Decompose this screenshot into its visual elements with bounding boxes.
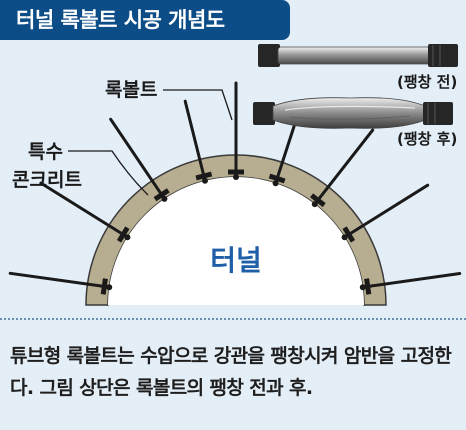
rock-bolt [314,128,375,205]
shotcrete-label-line2: 콘크리트 [12,169,82,191]
rock-bolt-plate [153,188,170,202]
caption-text: 튜브형 록볼트는 수압으로 강관을 팽창시켜 암반을 고정한다. 그림 상단은 … [10,345,452,399]
rock-bolt [363,272,462,289]
diagram-title: 터널 록볼트 시공 개념도 [16,8,225,32]
rock-bolt-leader-line [163,89,233,121]
tunnel-label: 터널 [210,244,262,277]
tunnel-interior [108,177,364,305]
rock-bolt [39,181,128,238]
rock-bolt-nut [341,234,348,241]
rock-bolt-nut [124,234,131,241]
shotcrete-label-line1: 특수 [28,141,63,163]
rock-bolt-nut [233,174,239,180]
rock-bolt-plate [100,278,108,295]
rock-bolt [8,271,109,289]
rock-bolts [8,81,462,295]
shotcrete-leader-line [68,150,149,196]
rock-bolt [183,99,207,181]
rock-bolt-nut [311,201,318,208]
rock-bolt-plate [342,226,356,243]
rock-bolt-nut [272,180,279,187]
rock-bolt-label: 록볼트 [105,79,157,101]
rock-bolt-before-expansion [258,44,458,67]
rock-bolt-plate [195,171,213,181]
rock-bolt-plate [268,173,286,184]
after-expansion-label: (팽창 후) [397,130,457,148]
rock-bolt-nut [161,195,168,202]
rock-bolt-plate [116,226,130,243]
rock-bolt-nut [359,284,366,291]
before-expansion-label: (팽창 전) [397,73,457,91]
rock-bolt-nut [202,177,208,184]
rock-bolt-plate [364,278,372,295]
title-banner: 터널 록볼트 시공 개념도 [0,0,290,40]
rock-bolt-nut [106,284,113,291]
rock-bolt-plate [310,193,326,208]
rock-bolt [344,183,430,238]
rock-bolt-after-expansion [253,97,453,129]
section-divider [0,318,466,320]
rock-bolt [109,117,165,199]
